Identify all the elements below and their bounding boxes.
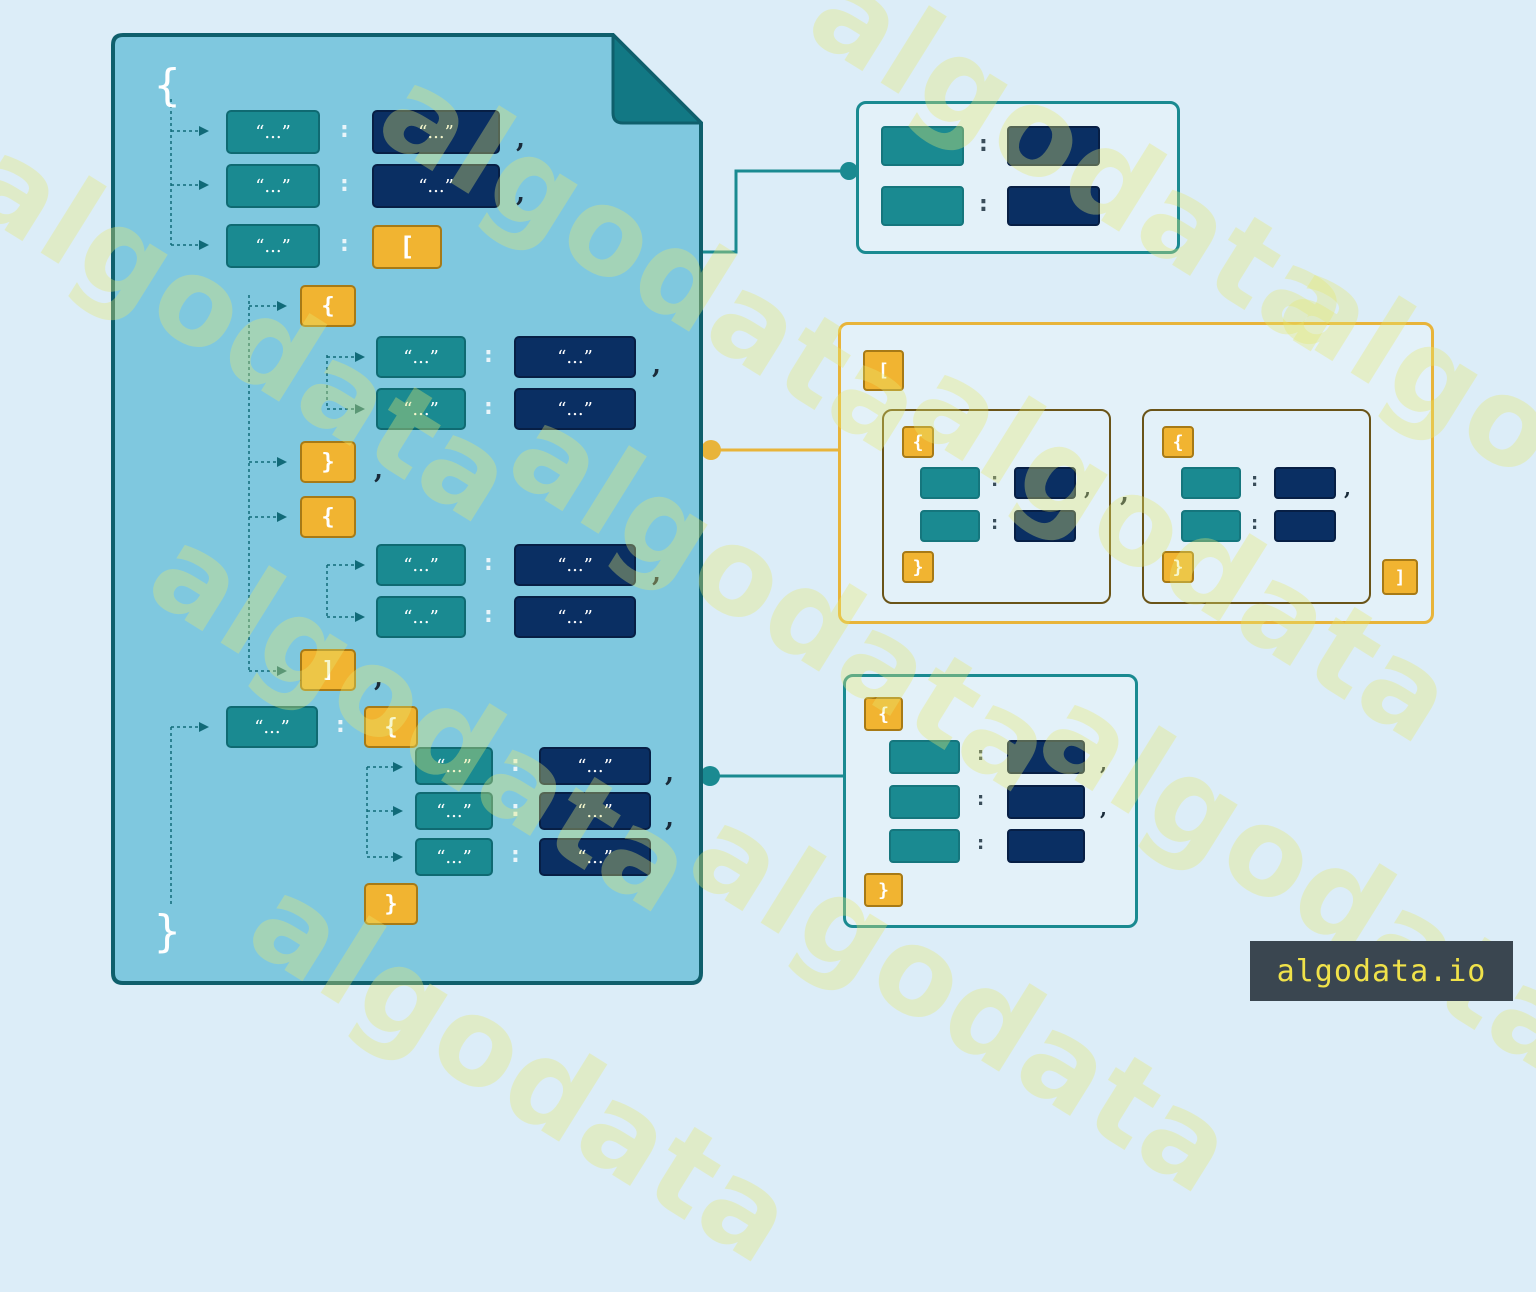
comma: , — [1120, 478, 1130, 508]
value-pill: “...” — [539, 838, 651, 876]
key-pill: “...” — [376, 544, 466, 586]
colon: : — [977, 833, 985, 854]
colon: : — [991, 470, 999, 491]
colon: : — [979, 132, 988, 157]
object-open-brace: { — [902, 426, 934, 458]
key-pill: “...” — [226, 224, 320, 268]
array-close-bracket: ] — [300, 649, 356, 691]
value-pill: “...” — [539, 747, 651, 785]
key-block — [889, 740, 960, 774]
array-open-bracket: [ — [863, 350, 904, 391]
comma: , — [1100, 751, 1107, 775]
key-block — [881, 126, 964, 166]
value-pill: “...” — [514, 596, 636, 638]
object-open-brace: { — [300, 496, 356, 538]
value-block — [1274, 510, 1336, 542]
object-close-brace: } — [1162, 551, 1194, 583]
colon: : — [484, 395, 493, 420]
key-pill: “...” — [376, 596, 466, 638]
colon: : — [340, 172, 349, 197]
colon: : — [979, 192, 988, 217]
colon: : — [991, 513, 999, 534]
colon: : — [336, 713, 345, 738]
colon: : — [484, 551, 493, 576]
colon: : — [1251, 470, 1259, 491]
comma: , — [652, 558, 662, 588]
colon: : — [484, 343, 493, 368]
object-open-brace: { — [364, 706, 418, 748]
comma: , — [665, 803, 675, 833]
comma: , — [1084, 476, 1091, 500]
key-block — [889, 829, 960, 863]
comma: , — [374, 663, 384, 693]
key-block — [881, 186, 964, 226]
array-open-bracket: [ — [372, 225, 442, 269]
key-pill: “...” — [226, 706, 318, 748]
colon: : — [511, 843, 520, 868]
value-block — [1274, 467, 1336, 499]
object-close-brace: } — [902, 551, 934, 583]
value-pill: “...” — [372, 164, 500, 208]
key-block — [920, 467, 980, 499]
value-block — [1007, 829, 1085, 863]
colon: : — [977, 744, 985, 765]
value-block — [1007, 740, 1085, 774]
object-close-brace: } — [364, 883, 418, 925]
key-block — [889, 785, 960, 819]
comma: , — [516, 178, 526, 208]
value-block — [1007, 785, 1085, 819]
value-block — [1014, 510, 1076, 542]
root-close-brace: } — [154, 906, 181, 957]
value-block — [1007, 126, 1100, 166]
value-pill: “...” — [514, 336, 636, 378]
comma: , — [665, 758, 675, 788]
key-value-panel — [856, 101, 1180, 254]
object-open-brace: { — [864, 697, 903, 731]
value-block — [1014, 467, 1076, 499]
comma: , — [1100, 796, 1107, 820]
value-pill: “...” — [539, 792, 651, 830]
key-pill: “...” — [415, 838, 493, 876]
key-block — [1181, 510, 1241, 542]
key-pill: “...” — [226, 110, 320, 154]
value-pill: “...” — [514, 388, 636, 430]
key-pill: “...” — [376, 388, 466, 430]
object-close-brace: } — [300, 441, 356, 483]
connector-lines — [700, 162, 858, 786]
comma: , — [1344, 476, 1351, 500]
key-pill: “...” — [415, 792, 493, 830]
key-pill: “...” — [376, 336, 466, 378]
colon: : — [511, 797, 520, 822]
value-pill: “...” — [514, 544, 636, 586]
key-pill: “...” — [415, 747, 493, 785]
colon: : — [977, 789, 985, 810]
brand-label: algodata.io — [1250, 941, 1513, 1001]
key-block — [1181, 467, 1241, 499]
value-pill: “...” — [372, 110, 500, 154]
colon: : — [1251, 513, 1259, 534]
object-open-brace: { — [1162, 426, 1194, 458]
object-close-brace: } — [864, 873, 903, 907]
key-pill: “...” — [226, 164, 320, 208]
object-open-brace: { — [300, 285, 356, 327]
comma: , — [652, 350, 662, 380]
key-block — [920, 510, 980, 542]
comma: , — [374, 455, 384, 485]
colon: : — [340, 232, 349, 257]
comma: , — [516, 124, 526, 154]
array-close-bracket: ] — [1382, 559, 1418, 595]
colon: : — [511, 752, 520, 777]
root-open-brace: { — [154, 60, 181, 111]
colon: : — [484, 603, 493, 628]
value-block — [1007, 186, 1100, 226]
colon: : — [340, 118, 349, 143]
